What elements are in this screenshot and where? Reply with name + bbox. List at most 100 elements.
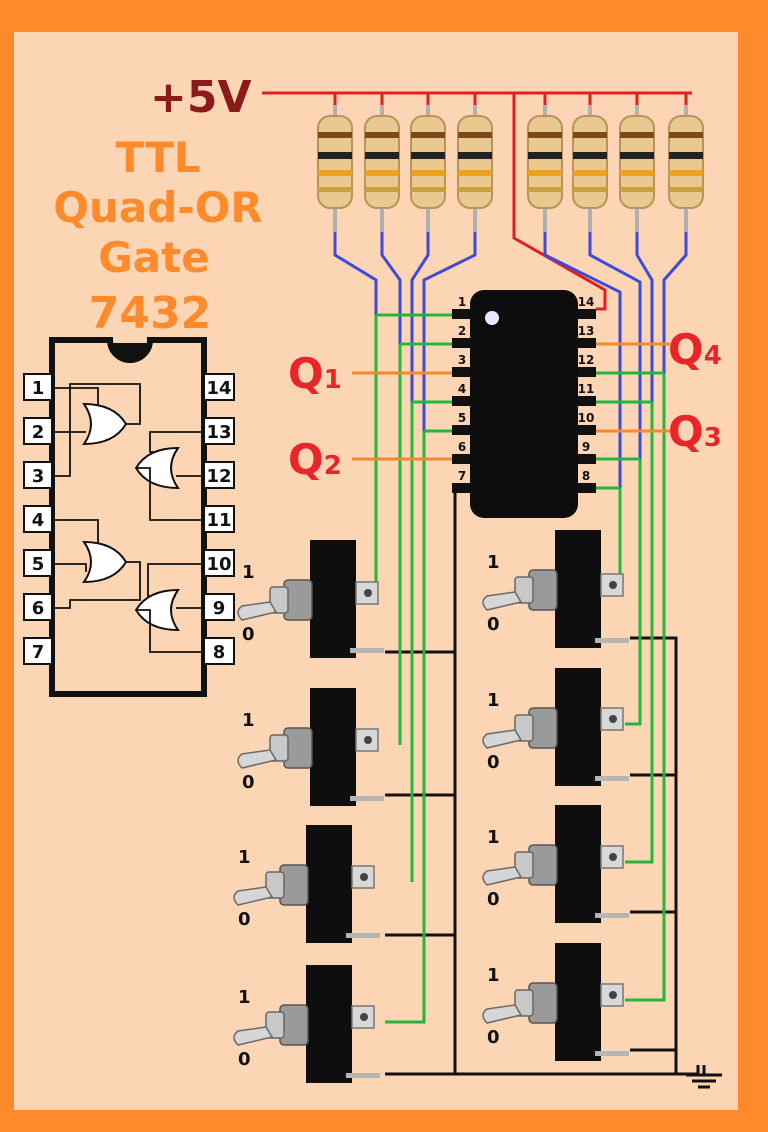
switch-label-off: 0 — [242, 624, 255, 645]
resistor — [364, 105, 400, 232]
output-subscript: 1 — [324, 365, 342, 395]
chip-pin-label: 10 — [578, 411, 595, 425]
switch-collar — [514, 714, 534, 742]
switch-label-off: 0 — [238, 909, 251, 930]
chip-pin-13 — [576, 338, 596, 348]
switch-label-off: 0 — [238, 1049, 251, 1070]
resistor-band — [458, 187, 492, 192]
output-subscript: 3 — [704, 423, 722, 453]
switch-body — [310, 540, 356, 658]
chip-pin-2 — [452, 338, 472, 348]
chip-pin-8 — [576, 483, 596, 493]
resistor-band — [365, 187, 399, 192]
switch-lead — [350, 796, 384, 801]
switch-lever — [237, 749, 278, 769]
chip-pin-6 — [452, 454, 472, 464]
switch-body — [555, 530, 601, 648]
package-notch — [110, 343, 150, 363]
resistor-band — [669, 187, 703, 192]
switch-lead — [595, 776, 629, 781]
pinout-pin-box — [203, 637, 235, 665]
resistor-band — [411, 187, 445, 192]
switch-body — [310, 688, 356, 806]
resistor-band — [365, 152, 399, 159]
resistor-band — [318, 152, 352, 159]
resistor-band — [620, 170, 654, 176]
pinout-pin-box — [23, 505, 53, 533]
output-letter: Q — [288, 435, 324, 484]
pinout-pin-box — [203, 549, 235, 577]
pinout-pin-label: 10 — [206, 554, 231, 575]
resistor-band — [669, 170, 703, 176]
chip-pin-label: 4 — [458, 382, 466, 396]
switch-label-on: 1 — [487, 552, 500, 573]
resistor-body — [317, 115, 353, 209]
pinout-pin-box — [23, 417, 53, 445]
switch-body — [555, 943, 601, 1061]
toggle-switch: 10 — [233, 965, 380, 1083]
toggle-switch: 10 — [482, 530, 629, 648]
resistor-band — [411, 132, 445, 138]
resistor-band — [365, 170, 399, 176]
switch-wire — [625, 459, 642, 726]
switch-tab-hole — [360, 1013, 368, 1021]
chip-pin-14 — [576, 309, 596, 319]
switch-wires — [374, 313, 666, 1024]
switch-lead — [346, 933, 380, 938]
chip-pin-5 — [452, 425, 472, 435]
switch-tab-hole — [360, 873, 368, 881]
gate-wire — [136, 467, 204, 521]
pinout-pin-label: 9 — [213, 598, 226, 619]
switch-lever — [233, 1026, 274, 1046]
pin1-dot — [485, 311, 499, 325]
switch-label-off: 0 — [487, 889, 500, 910]
pinout-pin-label: 5 — [32, 554, 45, 575]
pinout-pin-box — [23, 637, 53, 665]
chip-pin-label: 1 — [458, 295, 466, 309]
title-line-1: TTL — [115, 133, 200, 182]
switch-wire — [385, 431, 426, 1024]
title-line-4: 7432 — [89, 288, 211, 339]
switch-lead — [595, 1051, 629, 1056]
resistor-band — [365, 132, 399, 138]
title-block: TTL Quad-OR Gate 7432 — [53, 133, 263, 339]
chip-pin-label: 5 — [458, 411, 466, 425]
resistor-band — [411, 170, 445, 176]
chip-pin-label: 11 — [578, 382, 595, 396]
resistor — [527, 105, 563, 232]
gate-wire — [52, 563, 87, 572]
pinout-pin-label: 1 — [32, 378, 45, 399]
pinout-pin-label: 8 — [213, 642, 226, 663]
or-gate-icon — [134, 588, 180, 632]
resistor-band — [528, 187, 562, 192]
chip-pin-label: 6 — [458, 440, 466, 454]
gate-wire — [52, 383, 141, 477]
resistor-band — [620, 132, 654, 138]
resistor-band — [528, 132, 562, 138]
switch-label-on: 1 — [487, 690, 500, 711]
resistor — [317, 105, 353, 232]
chip-pin-1 — [452, 309, 472, 319]
resistor-band — [669, 152, 703, 159]
switch-collar — [514, 851, 534, 879]
switch-tab-hole — [609, 991, 617, 999]
resistor-body — [410, 115, 446, 209]
switch-lead — [350, 648, 384, 653]
chip-pin-label: 13 — [578, 324, 595, 338]
resistor-band — [458, 152, 492, 159]
switch-tab-hole — [364, 736, 372, 744]
chip-pin-3 — [452, 367, 472, 377]
chip-pin-4 — [452, 396, 472, 406]
switch-body — [555, 805, 601, 923]
switch-lead — [346, 1073, 380, 1078]
chip-pin-label: 7 — [458, 469, 466, 483]
pinout-pin-box — [23, 593, 53, 621]
pinout-pin-label: 3 — [32, 466, 45, 487]
chip-pin-10 — [576, 425, 596, 435]
output-letter: Q — [668, 325, 704, 374]
switch-tab-hole — [609, 715, 617, 723]
chip-pin-11 — [576, 396, 596, 406]
chip-pin-label: 8 — [582, 469, 590, 483]
switch-label-on: 1 — [238, 987, 251, 1008]
